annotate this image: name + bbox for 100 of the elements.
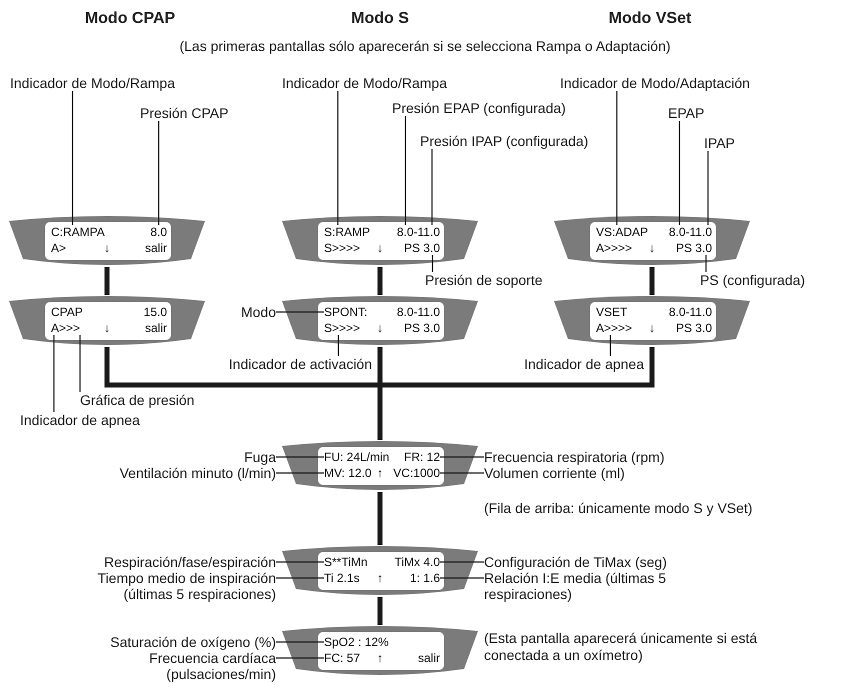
callout-label: Configuración de TiMax (seg) bbox=[484, 554, 667, 570]
lcd-screen bbox=[282, 215, 478, 267]
leader-line bbox=[72, 91, 74, 225]
leader-line bbox=[276, 657, 324, 659]
leader-line bbox=[276, 641, 324, 643]
display-text: salir bbox=[144, 241, 167, 255]
leader-line bbox=[440, 577, 484, 579]
display-text: salir bbox=[144, 321, 167, 335]
display-text: FU: 24L/min bbox=[324, 450, 390, 464]
callout-label: Saturación de oxígeno (%) bbox=[110, 634, 276, 650]
display-text: 8.0-11.0 bbox=[396, 225, 440, 239]
callout-label: Indicador de apnea bbox=[524, 356, 644, 372]
display-text: VC:1000 bbox=[393, 466, 440, 480]
display-text: ↓ bbox=[377, 321, 383, 335]
display-text: 15.0 bbox=[144, 305, 167, 319]
leader-line bbox=[616, 91, 618, 225]
callout-label: Indicador de activación bbox=[228, 356, 372, 372]
callout-label: Presión IPAP (configurada) bbox=[420, 133, 588, 149]
lcd-screen bbox=[282, 545, 478, 597]
callout-label: Indicador de Modo/Adaptación bbox=[560, 75, 750, 91]
display-text: C:RAMPA bbox=[51, 225, 105, 239]
callout-label: Frecuencia cardíaca (pulsaciones/min) bbox=[106, 650, 276, 682]
display-text: CPAP bbox=[51, 305, 83, 319]
callout-label: Indicador de Modo/Rampa bbox=[10, 75, 175, 91]
display-text: PS 3.0 bbox=[676, 321, 712, 335]
note-text: (Fila de arriba: únicamente modo S y VSet) bbox=[484, 500, 754, 517]
display-text: 8.0 bbox=[150, 225, 167, 239]
display-text: ↑ bbox=[377, 651, 383, 665]
display-text: ↓ bbox=[649, 241, 655, 255]
callout-label: Modo bbox=[240, 304, 276, 320]
callout-label: Presión EPAP (configurada) bbox=[392, 100, 566, 116]
display-text: FR: 12 bbox=[404, 450, 440, 464]
display-text: ↓ bbox=[104, 321, 110, 335]
display-text: S**TiMn bbox=[324, 555, 368, 569]
connector-line bbox=[378, 597, 382, 625]
leader-line bbox=[276, 577, 324, 579]
display-text: VS:ADAP bbox=[596, 225, 648, 239]
display-text: ↓ bbox=[377, 241, 383, 255]
leader-line bbox=[678, 121, 680, 225]
display-text: 8.0-11.0 bbox=[668, 305, 712, 319]
callout-label: Indicador de Modo/Rampa bbox=[282, 75, 447, 91]
leader-line bbox=[705, 255, 707, 272]
display-text: VSET bbox=[596, 305, 628, 319]
display-text: 8.0-11.0 bbox=[396, 305, 440, 319]
callout-label: EPAP bbox=[668, 105, 704, 121]
callout-label: Respiración/fase/espiración bbox=[104, 554, 276, 570]
display-text: ↓ bbox=[649, 321, 655, 335]
display-text: Ti 2.1s bbox=[324, 571, 360, 585]
leader-line bbox=[431, 149, 433, 225]
connector-line bbox=[378, 492, 382, 545]
leader-line bbox=[158, 121, 160, 225]
display-text: MV: 12.0 bbox=[324, 466, 372, 480]
display-text: S>>>> bbox=[324, 241, 360, 255]
display-text: TiMx 4.0 bbox=[394, 555, 440, 569]
column-heading: Modo S bbox=[350, 10, 410, 28]
note-text: (Las primeras pantallas sólo aparecerán si se selecciona Rampa o Adaptación) bbox=[178, 38, 672, 55]
callout-label: Relación I:E media (últimas 5 respiraciones) bbox=[484, 570, 699, 602]
callout-label: Fuga bbox=[244, 449, 276, 465]
leader-line bbox=[440, 456, 484, 458]
lcd-screen bbox=[9, 295, 205, 347]
leader-line bbox=[276, 561, 324, 563]
column-heading: Modo CPAP bbox=[84, 10, 176, 28]
display-text: PS 3.0 bbox=[404, 321, 440, 335]
lcd-screen bbox=[282, 295, 478, 347]
leader-line bbox=[440, 472, 484, 474]
display-text: SpO2 : 12% bbox=[324, 635, 389, 649]
connector-line bbox=[104, 267, 110, 295]
callout-label: Volumen corriente (ml) bbox=[484, 465, 625, 481]
lcd-screen bbox=[282, 625, 478, 677]
callout-label: Gráfica de presión bbox=[80, 392, 194, 408]
display-text: A>>>> bbox=[596, 241, 632, 255]
leader-line bbox=[338, 335, 340, 356]
callout-label: Presión CPAP bbox=[140, 105, 228, 121]
leader-line bbox=[337, 91, 338, 225]
callout-label: Ventilación minuto (l/min) bbox=[120, 465, 276, 481]
display-text: 1: 1.6 bbox=[410, 571, 440, 585]
display-text: ↑ bbox=[377, 571, 383, 585]
display-text: A> bbox=[51, 241, 66, 255]
leader-line bbox=[79, 335, 81, 392]
lcd-screen bbox=[554, 295, 750, 347]
leader-line bbox=[432, 255, 434, 272]
callout-label: Presión de soporte bbox=[425, 272, 543, 288]
display-text: FC: 57 bbox=[324, 651, 360, 665]
display-text: ↑ bbox=[377, 466, 383, 480]
lcd-screen bbox=[9, 215, 205, 267]
display-text: salir bbox=[418, 651, 440, 665]
callout-label: Tiempo medio de inspiración (últimas 5 respiraciones) bbox=[76, 570, 276, 602]
display-text: S>>>> bbox=[324, 321, 360, 335]
leader-line bbox=[53, 335, 54, 412]
display-text: A>>>> bbox=[596, 321, 632, 335]
leader-line bbox=[276, 472, 324, 474]
leader-line bbox=[610, 335, 612, 356]
column-heading: Modo VSet bbox=[608, 10, 692, 28]
note-text: (Esta pantalla aparecerá únicamente si está conectada a un oxímetro) bbox=[484, 630, 758, 664]
display-text: A>>> bbox=[51, 321, 80, 335]
lcd-screen bbox=[554, 215, 750, 267]
callout-label: PS (configurada) bbox=[700, 272, 806, 288]
leader-line bbox=[707, 151, 709, 225]
callout-label: IPAP bbox=[704, 135, 735, 151]
display-text: 8.0-11.0 bbox=[668, 225, 712, 239]
